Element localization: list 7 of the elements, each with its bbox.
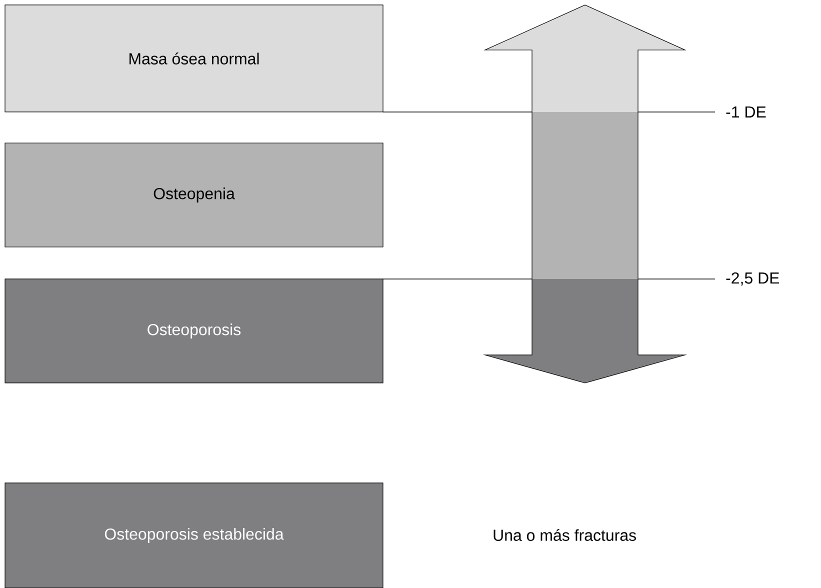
- category-box: Osteopenia: [4, 142, 384, 248]
- threshold-label: -2,5 DE: [726, 272, 780, 286]
- category-box: Masa ósea normal: [4, 4, 384, 112]
- threshold-label: -1 DE: [726, 106, 766, 118]
- fracture-note: Una o más fracturas: [494, 529, 636, 541]
- category-box: Osteoporosis: [4, 278, 384, 384]
- category-box: Osteoporosis establecida: [4, 482, 384, 588]
